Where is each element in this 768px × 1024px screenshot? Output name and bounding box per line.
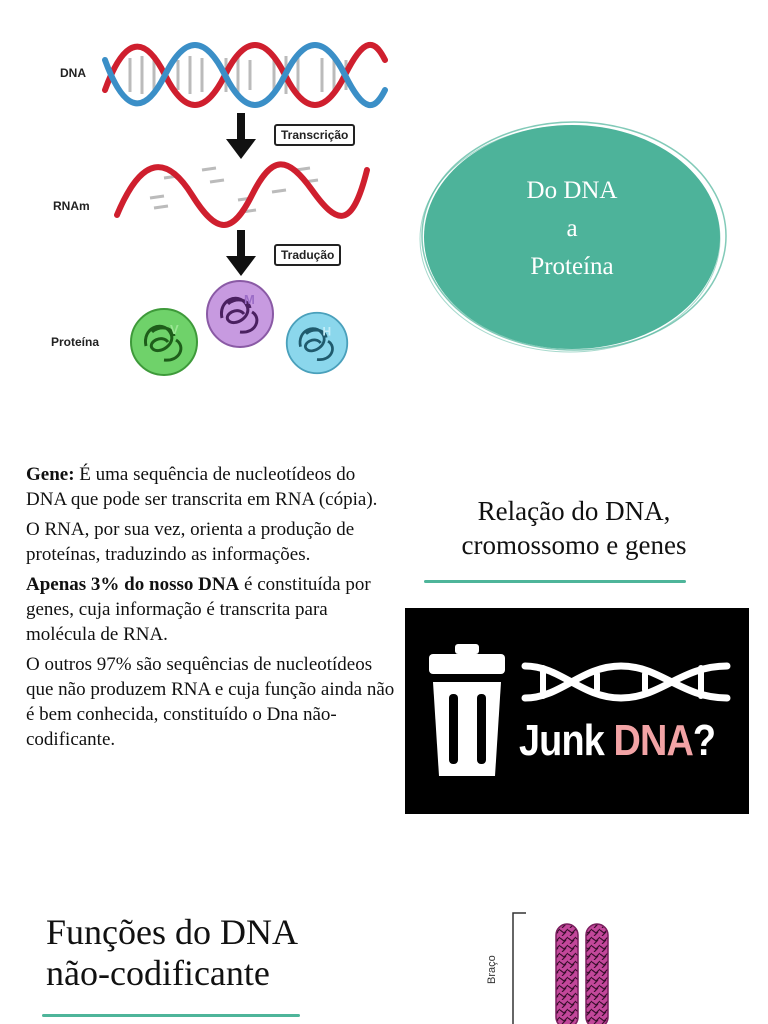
title-circle xyxy=(419,121,727,353)
protein-v-icon: V xyxy=(130,308,198,376)
gene-paragraph-3: Apenas 3% do nosso DNA é constituída por… xyxy=(26,574,371,645)
relation-heading: Relação do DNA, cromossomo e genes xyxy=(461,496,687,560)
protein-m-icon: M xyxy=(206,280,274,348)
protein-h-letter: H xyxy=(323,325,332,339)
down-arrow-icon xyxy=(226,113,256,159)
title-line-3: Proteína xyxy=(530,253,614,280)
dna-helix-icon xyxy=(521,662,731,702)
page-title: Do DNA a Proteína xyxy=(510,172,634,286)
gene-highlight: Apenas 3% do nosso DNA xyxy=(26,574,240,595)
chromosome-icon xyxy=(555,923,609,1024)
protein-v-letter: V xyxy=(170,322,179,337)
transcription-step-label: Transcrição xyxy=(274,124,356,146)
protein-m-letter: M xyxy=(244,292,255,307)
gene-paragraph-1: Gene: É uma sequência de nucleotídeos do… xyxy=(26,464,378,510)
title-line-1: Do DNA xyxy=(526,177,618,204)
dna-double-helix xyxy=(102,41,388,109)
junk-dna-banner: Junk DNA? xyxy=(405,608,749,814)
rnam-label: RNAm xyxy=(53,199,90,213)
functions-underline xyxy=(42,1014,300,1017)
dna-label: DNA xyxy=(60,66,86,80)
gene-explanation: Gene: É uma sequência de nucleotídeos do… xyxy=(26,462,400,757)
gene-term: Gene: xyxy=(26,464,75,485)
chromosome-bracket xyxy=(512,912,526,1024)
rna-strand xyxy=(114,161,370,228)
functions-heading: Funções do DNA não-codificante xyxy=(46,912,298,993)
down-arrow-icon xyxy=(226,230,256,276)
protein-h-icon: H xyxy=(285,311,349,375)
gene-paragraph-4: O outros 97% são sequências de nucleotíd… xyxy=(26,654,395,750)
protein-label: Proteína xyxy=(51,335,100,349)
translation-step-label: Tradução xyxy=(274,244,342,266)
title-line-2: a xyxy=(566,215,578,242)
gene-paragraph-2: O RNA, por sua vez, orienta a produção d… xyxy=(26,519,355,565)
relation-underline xyxy=(424,580,686,583)
junk-dna-text: Junk DNA? xyxy=(519,716,716,765)
trash-can-icon xyxy=(429,644,505,776)
chromosome-arm-label: Braço xyxy=(486,955,498,984)
